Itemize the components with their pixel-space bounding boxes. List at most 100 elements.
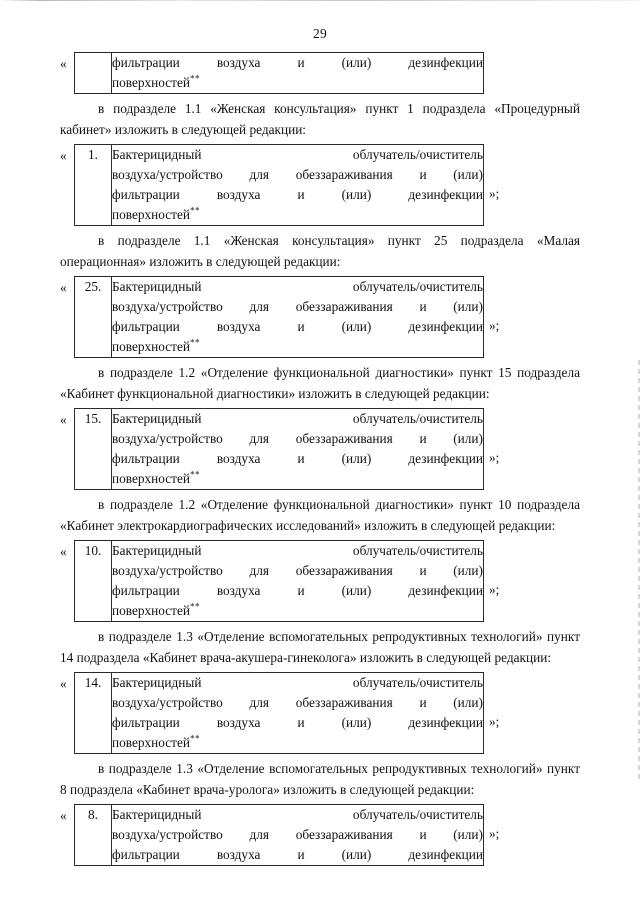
opening-quote-mark: «: [60, 280, 67, 295]
paragraph-1-2-funkcionalnaya-diagnostika: в подразделе 1.2 «Отделение функциональн…: [60, 365, 580, 401]
item-number-cell: 1.: [74, 144, 112, 226]
text-token: облучатель/очиститель: [352, 675, 483, 690]
text-token: обеззараживания: [295, 299, 393, 314]
text-token: (или): [341, 187, 372, 202]
text-token: (или): [341, 451, 372, 466]
paragraph-1-1-malaya-operacionnaya: в подразделе 1.1 «Женская консультация» …: [60, 233, 580, 269]
footnote-marker: **: [190, 205, 200, 216]
text-token: воздуха/устройство: [112, 695, 223, 710]
text-token: дезинфекции: [408, 715, 483, 730]
text-token: и: [419, 299, 427, 314]
closing-quote-mark: [484, 52, 511, 94]
text-token: дезинфекции: [408, 451, 483, 466]
text-token: обеззараживания: [295, 563, 393, 578]
text-token: воздуха: [216, 319, 261, 334]
text-token: (или): [453, 431, 483, 446]
text-token: воздуха/устройство: [112, 563, 223, 578]
scan-artifact-top: [0, 0, 640, 1]
paragraph-1-1-procedurniy: в подразделе 1.1 «Женская консультация» …: [60, 101, 580, 137]
text-token: воздуха/устройство: [112, 827, 223, 842]
footnote-marker: **: [190, 337, 200, 348]
text-token: и: [297, 583, 305, 598]
text-token: и: [297, 319, 305, 334]
text-token: дезинфекции: [408, 583, 483, 598]
footnote-marker: **: [190, 601, 200, 612]
text-token: (или): [453, 563, 483, 578]
text-token: и: [297, 187, 305, 202]
text-token: воздуха: [216, 583, 261, 598]
text-token: (или): [341, 715, 372, 730]
text-token: (или): [341, 847, 372, 862]
text-token: воздуха/устройство: [112, 167, 223, 182]
text-token: фильтрации: [112, 319, 180, 334]
paragraph-1-3-akusher-ginekolog: в подразделе 1.3 «Отделение вспомогатель…: [60, 629, 580, 665]
text-token: и: [419, 167, 427, 182]
text-token: дезинфекции: [408, 187, 483, 202]
text-token: и: [297, 55, 305, 70]
paragraph-1-3-urolog: в подразделе 1.3 «Отделение вспомогатель…: [60, 761, 580, 797]
footnote-marker: **: [190, 733, 200, 744]
text-token: и: [297, 715, 305, 730]
text-token: обеззараживания: [295, 695, 393, 710]
text-token: воздуха: [216, 715, 261, 730]
text-token: дезинфекции: [408, 319, 483, 334]
item-number-cell: 14.: [74, 672, 112, 754]
text-token: фильтрации: [112, 187, 180, 202]
text-token: (или): [453, 167, 483, 182]
text-token: и: [297, 847, 305, 862]
text-token: Бактерицидный: [112, 411, 202, 426]
text-token: для: [249, 695, 270, 710]
text-token: поверхностей**: [112, 601, 200, 618]
item-number-cell: 25.: [74, 276, 112, 358]
text-token: для: [249, 827, 270, 842]
text-token: и: [419, 695, 427, 710]
text-token: фильтрации: [112, 847, 180, 862]
text-token: (или): [341, 55, 372, 70]
text-token: поверхностей**: [112, 73, 200, 90]
text-token: обеззараживания: [295, 827, 393, 842]
text-token: и: [297, 451, 305, 466]
text-token: облучатель/очиститель: [352, 279, 483, 294]
text-token: фильтрации: [112, 715, 180, 730]
description-line-surfaces: поверхностей**: [112, 733, 483, 753]
opening-quote-mark: «: [60, 148, 67, 163]
text-token: обеззараживания: [295, 167, 393, 182]
text-token: (или): [453, 299, 483, 314]
text-token: и: [419, 431, 427, 446]
description-line-surfaces: поверхностей**: [112, 73, 483, 93]
text-token: Бактерицидный: [112, 147, 202, 162]
text-token: воздуха: [216, 451, 261, 466]
text-token: (или): [453, 827, 483, 842]
page-number: 29: [313, 26, 327, 41]
